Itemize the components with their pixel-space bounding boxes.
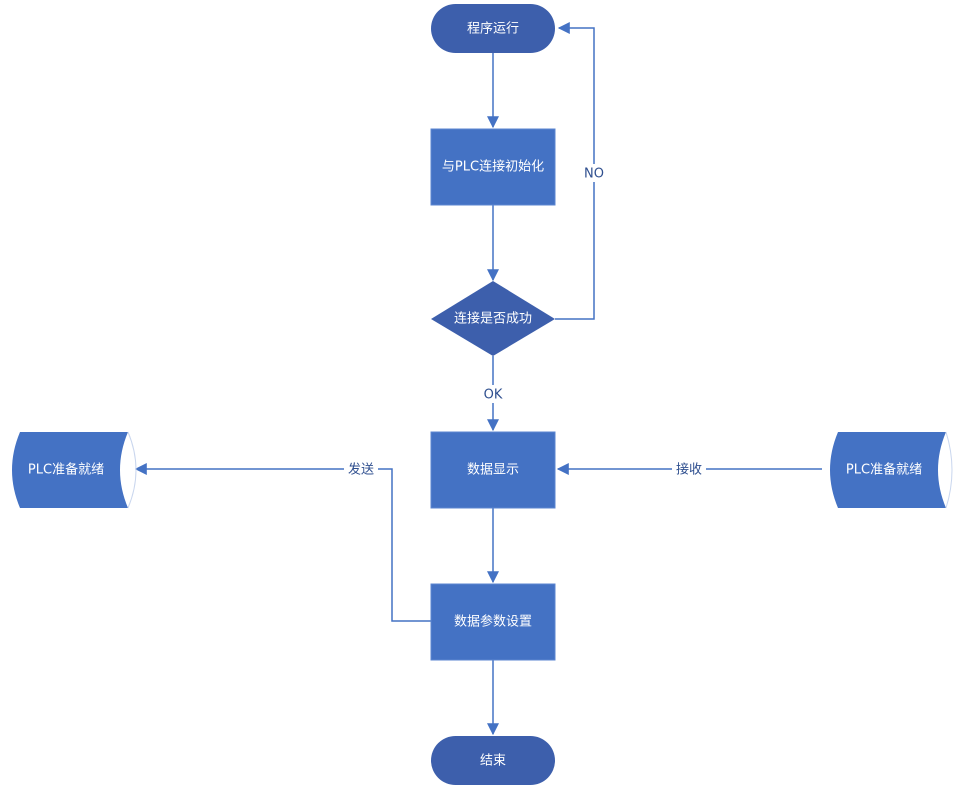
node-check-label: 连接是否成功 [454,311,532,327]
edge-label-ok: OK [484,388,503,403]
node-start-label: 程序运行 [467,22,519,37]
decision-shape [431,281,555,356]
edge-settings-to-plc-left [134,463,431,622]
process-shape [430,431,556,509]
node-init-label: 与PLC连接初始化 [442,159,544,175]
edge-label-send: 发送 [348,462,374,478]
stored-data-shape [830,432,946,508]
edge-label-no: NO [584,167,604,182]
node-start: 程序运行 [431,4,555,53]
node-settings-label: 数据参数设置 [454,614,532,630]
node-end-label: 结束 [480,754,506,769]
node-plc-right-label: PLC准备就绪 [846,462,922,478]
stored-data-edge [127,431,137,509]
stored-data-edge [945,431,953,509]
node-end: 结束 [431,736,555,785]
edge-label-receive: 接收 [676,462,702,478]
node-plc-right: PLC准备就绪 [830,431,953,509]
node-display: 数据显示 [430,431,556,509]
terminal-shape [431,4,555,53]
edge-labels: NO OK 发送 接收 [344,164,706,478]
node-settings: 数据参数设置 [430,583,556,661]
node-check: 连接是否成功 [431,281,555,356]
node-plc-left: PLC准备就绪 [12,431,137,509]
process-shape [430,128,556,206]
node-init: 与PLC连接初始化 [430,128,556,206]
node-plc-left-label: PLC准备就绪 [28,462,104,478]
node-display-label: 数据显示 [467,463,519,478]
process-shape [430,583,556,661]
stored-data-shape [12,432,128,508]
terminal-shape [431,736,555,785]
